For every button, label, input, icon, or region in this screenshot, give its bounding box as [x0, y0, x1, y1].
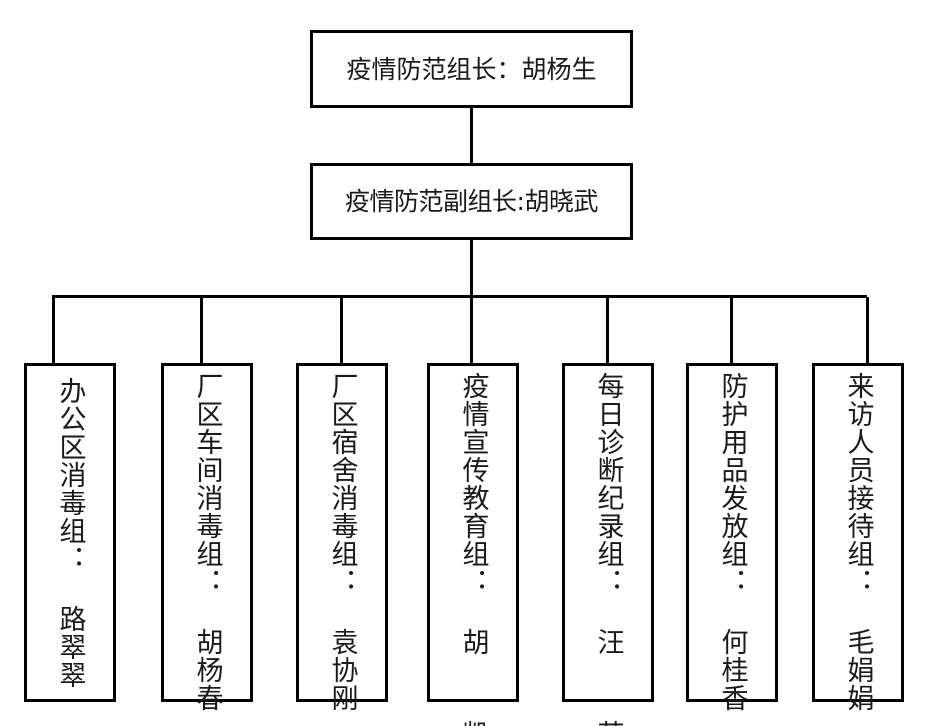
node-group-daily-diagnosis-record-label: 每日诊断纪录组： 汪 芳 — [592, 371, 624, 726]
node-group-dormitory-disinfection-label: 厂区宿舍消毒组： 袁协刚 — [326, 371, 358, 712]
node-group-dormitory-disinfection[interactable]: 厂区宿舍消毒组： 袁协刚 — [296, 363, 388, 712]
node-deputy-leader-label: 疫情防范副组长:胡晓武 — [345, 187, 598, 216]
connector-leader-to-deputy — [470, 108, 473, 163]
node-group-visitor-reception[interactable]: 来访人员接待组： 毛娟娟 — [812, 363, 904, 712]
node-group-ppe-distribution-label: 防护用品发放组： 何桂香 — [716, 371, 748, 712]
node-group-publicity-education-label: 疫情宣传教育组： 胡 凯 — [457, 371, 489, 726]
connector-horizontal-bus — [52, 295, 867, 298]
connector-drop-7 — [866, 297, 869, 365]
connector-drop-5 — [606, 297, 609, 365]
node-group-leader[interactable]: 疫情防范组长：胡杨生 — [310, 30, 633, 108]
node-group-leader-label: 疫情防范组长：胡杨生 — [346, 54, 597, 84]
node-group-workshop-disinfection-label: 厂区车间消毒组： 胡杨春 — [191, 371, 223, 712]
node-group-office-disinfection[interactable]: 办公区消毒组： 路翠翠 — [24, 363, 116, 702]
connector-drop-6 — [730, 297, 733, 365]
node-group-visitor-reception-label: 来访人员接待组： 毛娟娟 — [842, 371, 874, 712]
node-deputy-leader[interactable]: 疫情防范副组长:胡晓武 — [310, 163, 633, 240]
connector-drop-3 — [340, 297, 343, 365]
connector-drop-2 — [200, 297, 203, 365]
node-group-daily-diagnosis-record[interactable]: 每日诊断纪录组： 汪 芳 — [562, 363, 654, 726]
node-group-publicity-education[interactable]: 疫情宣传教育组： 胡 凯 — [427, 363, 519, 726]
connector-drop-1 — [52, 297, 55, 365]
node-group-ppe-distribution[interactable]: 防护用品发放组： 何桂香 — [686, 363, 778, 712]
node-group-office-disinfection-label: 办公区消毒组： 路翠翠 — [54, 376, 86, 689]
connector-drop-4 — [470, 297, 473, 365]
node-group-workshop-disinfection[interactable]: 厂区车间消毒组： 胡杨春 — [161, 363, 253, 712]
connector-deputy-to-bus — [470, 240, 473, 297]
